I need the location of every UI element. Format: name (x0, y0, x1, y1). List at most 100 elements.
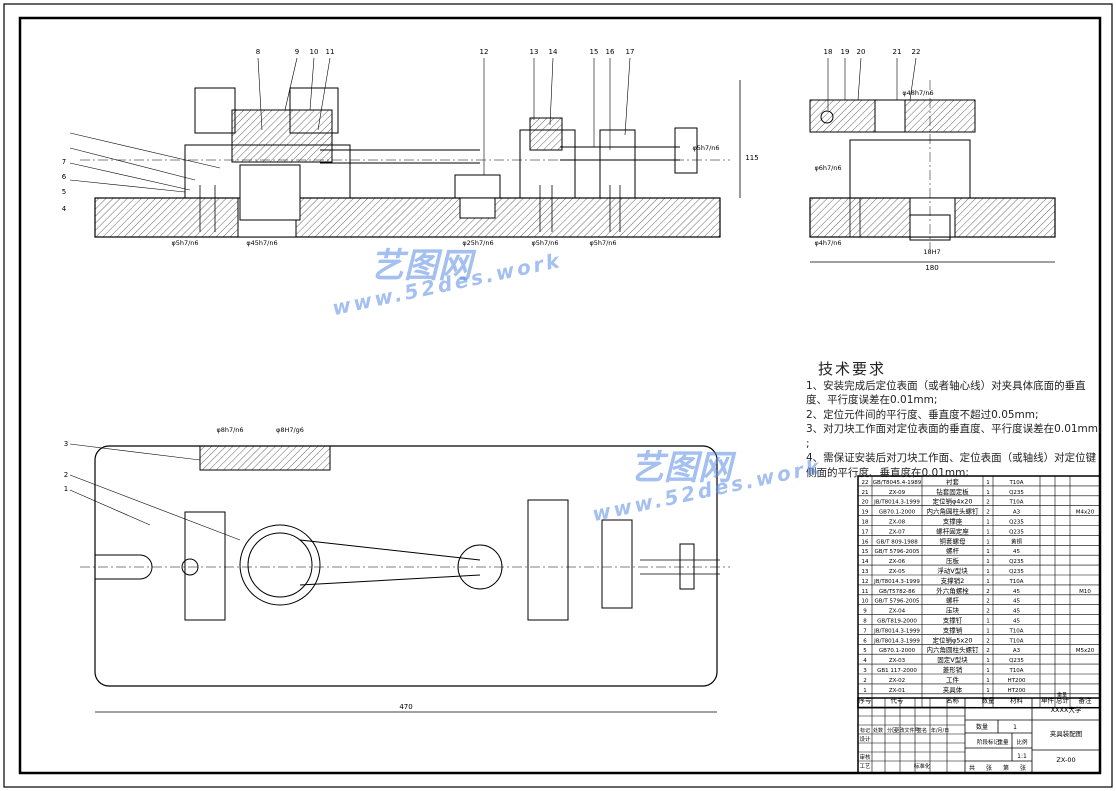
dim-front-text: φ25h7/n6 (462, 239, 493, 247)
bom-cell: T10A (1008, 579, 1023, 585)
leader-line (284, 57, 298, 111)
fixture-body-top (94, 445, 718, 687)
bom-cell: 夹具体 (943, 685, 963, 694)
bom-cell: 2 (986, 589, 990, 595)
revision-label: 分区 (887, 727, 897, 734)
leader-line (857, 57, 862, 101)
bom-cell: GB1 117-2000 (877, 668, 917, 674)
bom-cell: 支撑钉 (943, 616, 963, 625)
bom-cell: ZX-02 (889, 678, 905, 684)
revision-label: 更改文件号 (894, 727, 919, 734)
bom-cell: JB/T8014.3-1999 (873, 628, 920, 634)
bom-cell: T10A (1008, 628, 1023, 634)
watermark-brand: 艺图网 (370, 246, 472, 286)
sheet-label: 第 (1003, 764, 1009, 772)
tech-item: 1、安装完成后定位表面（或者轴心线）对夹具体底面的垂直度、平行度误差在0.01m… (806, 379, 1086, 407)
bom-cell: 铜套螺母 (940, 536, 967, 545)
bom-cell: 1 (986, 520, 990, 526)
bom-cell: ZX-05 (889, 569, 906, 575)
tech-title: 技术要求 (818, 360, 887, 378)
bom-cell: 18 (862, 520, 869, 526)
leader-line (69, 162, 191, 191)
leader-line (309, 57, 315, 111)
sheet-label: 共 (969, 764, 975, 772)
bom-cell: 13 (862, 569, 869, 575)
bom-cell: 螺杆 (946, 546, 960, 555)
callout-number: 4 (62, 205, 67, 213)
bom-cell: Q235 (1009, 529, 1024, 535)
bom-cell: 定位销φ5x20 (932, 635, 972, 644)
callout-number: 11 (326, 48, 335, 56)
bom-cell: 螺杆固定座 (936, 526, 969, 535)
bom-cell: ZX-01 (889, 688, 905, 694)
watermark-brand: 艺图网 (630, 448, 732, 488)
qty-value: 1 (1013, 724, 1017, 731)
bom-cell: HT200 (1008, 688, 1026, 694)
sheet-label: 张 (986, 764, 992, 772)
callout-number: 6 (62, 173, 67, 181)
revision-label: 年/月/日 (931, 727, 949, 734)
dim-width-text: 180 (925, 264, 938, 272)
bom-cell: 2 (986, 609, 990, 615)
bom-cell: 3 (863, 668, 867, 674)
callout-number: 17 (626, 48, 635, 56)
bom-cell: 支撑销 (943, 625, 963, 634)
leader-line (69, 132, 221, 169)
bom-cell: M10 (1079, 589, 1091, 595)
role-label: 审核 (859, 753, 871, 761)
bom-cell: 外六角螺栓 (936, 586, 969, 595)
bom-cell: 45 (1013, 599, 1020, 605)
bom-cell: 压板 (946, 556, 960, 565)
scale-label: 比例 (1016, 738, 1028, 746)
bom-cell: 1 (986, 668, 990, 674)
callout-number: 8 (256, 48, 260, 56)
dim-side-text: φ6h7/n6 (814, 164, 841, 172)
stage-label: 阶段标记 (977, 738, 1000, 746)
dim-side-text: 18H7 (923, 248, 940, 256)
callout-number: 21 (893, 48, 902, 56)
bom-cell: 工件 (946, 675, 960, 684)
bom-cell: 2 (986, 638, 990, 644)
bom-cell: 1 (986, 539, 990, 545)
leader-line (624, 57, 631, 136)
workpiece-bore-top (247, 532, 313, 598)
bom-cell: 1 (986, 480, 990, 486)
bom-cell: GB/T 5796-2005 (875, 599, 920, 605)
bom-cell: 1 (986, 658, 990, 664)
bom-cell: T10A (1008, 500, 1023, 506)
bom-cell: 2 (986, 599, 990, 605)
support-pin-12 (454, 174, 501, 199)
weight-label: 重量 (997, 738, 1009, 746)
bom-cell: 6 (863, 638, 867, 644)
dim-side-text: φ4h7/n6 (814, 239, 841, 247)
bom-cell: GB70.1-2000 (879, 648, 916, 654)
support-pin-base (459, 197, 496, 219)
technical-requirements: 技术要求 1、安装完成后定位表面（或者轴心线）对夹具体底面的垂直度、平行度误差在… (806, 362, 1106, 480)
workpiece-arm (299, 574, 481, 586)
bom-cell: 浮动V型块 (937, 566, 968, 575)
callout-number: 12 (480, 48, 489, 56)
bom-cell: M5x20 (1076, 648, 1095, 654)
bom-header-cell: 数量 (982, 696, 996, 705)
bom-cell: 19 (862, 510, 869, 516)
tech-item: 4、需保证安装后对刀块工作面、定位表面（或轴线）对定位键侧面的平行度、垂直度在0… (806, 452, 1097, 479)
bom-cell: JB/T8014.3-1999 (873, 500, 920, 506)
bom-cell: 14 (862, 559, 869, 565)
bom-cell: 2 (986, 648, 990, 654)
bom-cell: 1 (986, 549, 990, 555)
bom-cell: 1 (986, 628, 990, 634)
base-plate (94, 197, 721, 238)
bom-cell: 固定V型块 (937, 655, 968, 664)
press-plate-14 (529, 117, 563, 151)
bom-cell: 9 (863, 609, 867, 615)
bom-cell: 45 (1013, 619, 1020, 625)
bom-cell: 1 (986, 559, 990, 565)
bom-header-cell: 序号 (859, 696, 873, 705)
dim-front-text: φ5h7/n6 (692, 144, 719, 152)
school-name: XXXX大学 (1051, 705, 1082, 714)
bom-cell: 定位销φ4x20 (932, 497, 972, 506)
v-block-top (199, 445, 331, 471)
callout-number: 20 (857, 48, 866, 56)
bom-cell: 2 (986, 510, 990, 516)
dim-height-text: 115 (745, 154, 758, 162)
